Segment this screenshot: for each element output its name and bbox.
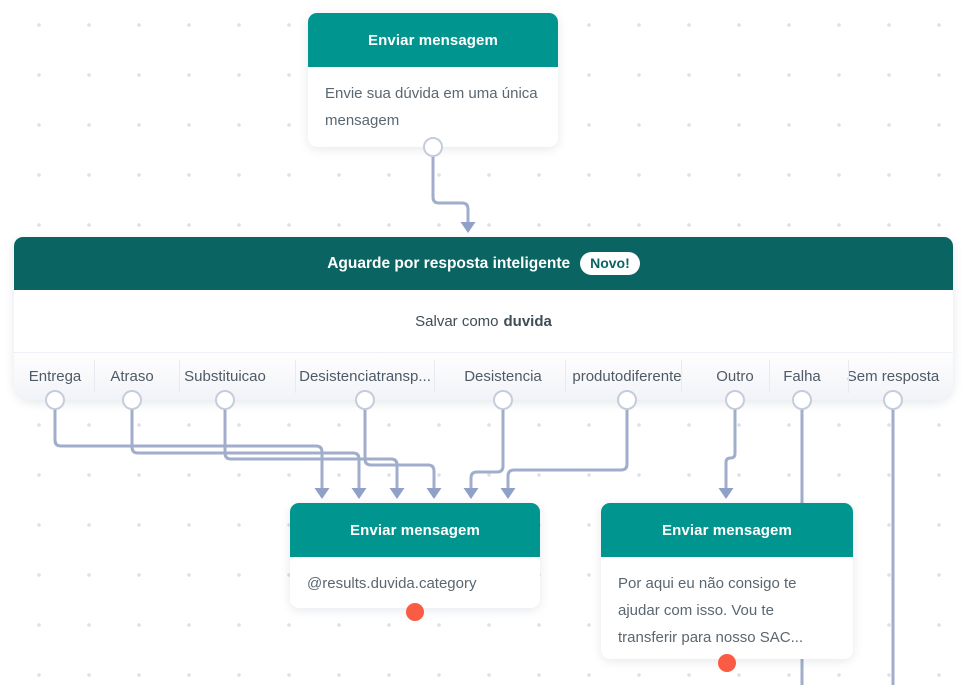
node-title: Aguarde por resposta inteligente — [327, 254, 571, 272]
node-header: Aguarde por resposta inteligente Novo! — [14, 237, 953, 290]
wire-arrowhead — [389, 488, 405, 499]
orange-output-port[interactable] — [406, 603, 424, 621]
tab-divider — [434, 360, 435, 393]
output-tab-outro[interactable]: Outro — [716, 368, 754, 385]
save-as-variable: duvida — [503, 312, 552, 330]
wire-arrowhead — [426, 488, 442, 499]
wire-arrowhead — [463, 488, 479, 499]
save-as-row: Salvar como duvida — [14, 290, 953, 352]
tab-divider — [681, 360, 682, 393]
node-header: Enviar mensagem — [308, 13, 558, 67]
output-port-falha[interactable] — [792, 390, 812, 410]
output-tab-substituicao[interactable]: Substituicao — [184, 368, 266, 385]
save-as-label: Salvar como — [415, 312, 499, 330]
output-port-substituicao[interactable] — [215, 390, 235, 410]
node-body-text: @results.duvida.category — [307, 575, 477, 592]
node-send-message-top[interactable]: Enviar mensagem Envie sua dúvida em uma … — [308, 13, 558, 147]
wire-desistencia-to-category — [469, 405, 505, 490]
new-badge: Novo! — [580, 252, 640, 275]
output-port-produtodiferente[interactable] — [617, 390, 637, 410]
output-port-top-message[interactable] — [423, 137, 443, 157]
node-send-message-transfer[interactable]: Enviar mensagem Por aqui eu não consigo … — [601, 503, 853, 659]
tab-divider — [769, 360, 770, 393]
node-header: Enviar mensagem — [601, 503, 853, 557]
output-tab-atraso[interactable]: Atraso — [110, 368, 154, 385]
tab-divider — [848, 360, 849, 393]
wire-atraso-to-category — [130, 405, 361, 490]
node-body-text: Envie sua dúvida em uma única mensagem — [325, 85, 538, 129]
node-title: Enviar mensagem — [662, 521, 792, 539]
wire-arrowhead — [460, 222, 476, 233]
wire-produtodiferente-to-category — [506, 405, 629, 490]
output-tab-sem-resposta[interactable]: Sem resposta — [846, 368, 940, 385]
output-port-desistenciatransp---[interactable] — [355, 390, 375, 410]
node-body-text: Por aqui eu não consigo te ajudar com is… — [618, 575, 804, 646]
orange-output-port[interactable] — [718, 654, 736, 672]
node-title: Enviar mensagem — [350, 521, 480, 539]
tab-divider — [94, 360, 95, 393]
wire-top-to-smart-reply — [431, 157, 470, 224]
tab-divider — [565, 360, 566, 393]
node-header: Enviar mensagem — [290, 503, 540, 557]
output-port-outro[interactable] — [725, 390, 745, 410]
wire-entrega-to-category — [53, 405, 324, 490]
output-port-entrega[interactable] — [45, 390, 65, 410]
output-tab-entrega[interactable]: Entrega — [28, 368, 82, 385]
wire-desistenciatransp-to-category — [363, 405, 436, 490]
output-tab-desistenciatransp---[interactable]: Desistenciatransp... — [299, 368, 431, 385]
wire-arrowhead — [500, 488, 516, 499]
output-tab-produtodiferente[interactable]: produtodiferente — [572, 368, 682, 385]
node-send-message-category[interactable]: Enviar mensagem @results.duvida.category — [290, 503, 540, 608]
wire-outro-to-transfer — [724, 405, 737, 490]
wire-arrowhead — [351, 488, 367, 499]
output-port-sem-resposta[interactable] — [883, 390, 903, 410]
wire-arrowhead — [314, 488, 330, 499]
output-tab-falha[interactable]: Falha — [783, 368, 821, 385]
wire-arrowhead — [718, 488, 734, 499]
tab-divider — [295, 360, 296, 393]
node-title: Enviar mensagem — [368, 31, 498, 49]
tab-divider — [179, 360, 180, 393]
outputs-row: Entrega Atraso Substituicao Desistenciatran… — [14, 352, 953, 400]
wire-substituicao-to-category — [223, 405, 399, 490]
output-tab-desistencia[interactable]: Desistencia — [464, 368, 542, 385]
output-port-atraso[interactable] — [122, 390, 142, 410]
node-smart-reply[interactable]: Aguarde por resposta inteligente Novo! S… — [14, 237, 953, 400]
output-port-desistencia[interactable] — [493, 390, 513, 410]
